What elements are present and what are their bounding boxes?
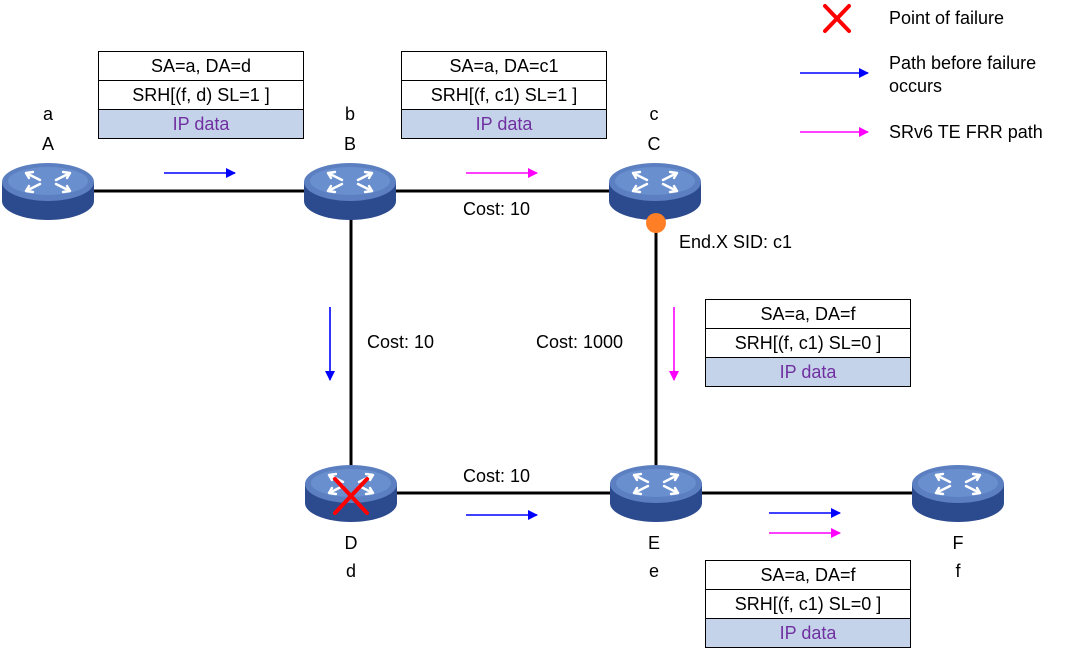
packet-srh: SRH[(f, c1) SL=1 ] (402, 81, 606, 110)
packet-ipv6-header: SA=a, DA=f (706, 561, 910, 590)
node-c-upper: C (647, 134, 661, 154)
packet-srh: SRH[(f, d) SL=1 ] (99, 81, 303, 110)
node-f-upper: F (952, 533, 964, 553)
packet-ipv6-header: SA=a, DA=c1 (402, 52, 606, 81)
legend-before-line2: occurs (889, 76, 943, 96)
legend-before-line1: Path before failure (889, 53, 1037, 73)
router-c-icon (607, 161, 703, 222)
packet-box-e-f: SA=a, DA=f SRH[(f, c1) SL=0 ] IP data (705, 560, 911, 648)
packet-ipv6-header: SA=a, DA=f (706, 300, 910, 329)
legend-failure-icon (823, 4, 851, 33)
legend-failure-label: Point of failure (889, 8, 1005, 28)
cost-label-c-e: Cost: 1000 (536, 332, 624, 352)
cost-label-b-d: Cost: 10 (367, 332, 435, 352)
node-f-lower: f (955, 561, 961, 581)
packet-payload: IP data (706, 619, 910, 647)
packet-srh: SRH[(f, c1) SL=0 ] (706, 590, 910, 619)
cost-label-b-c: Cost: 10 (463, 199, 531, 219)
packet-ipv6-header: SA=a, DA=d (99, 52, 303, 81)
failure-cross-icon (333, 477, 369, 515)
legend-frr-label: SRv6 TE FRR path (889, 122, 1043, 142)
router-f-icon (910, 463, 1006, 524)
node-c-lower: c (649, 104, 659, 124)
node-d-upper: D (344, 533, 358, 553)
node-d-lower: d (345, 561, 357, 581)
legend-before-label: Path before failure occurs (889, 52, 1036, 98)
packet-box-a-b: SA=a, DA=d SRH[(f, d) SL=1 ] IP data (98, 51, 304, 139)
packet-payload: IP data (99, 110, 303, 138)
node-a-upper: A (41, 134, 55, 154)
end-x-sid-label: End.X SID: c1 (679, 232, 793, 252)
packet-payload: IP data (706, 358, 910, 386)
packet-srh: SRH[(f, c1) SL=0 ] (706, 329, 910, 358)
node-a-lower: a (42, 104, 54, 124)
node-e-lower: e (648, 561, 660, 581)
node-e-upper: E (647, 533, 661, 553)
end-x-sid-dot (646, 213, 666, 233)
router-b-icon (302, 161, 398, 222)
node-b-lower: b (344, 104, 356, 124)
node-b-upper: B (343, 134, 357, 154)
packet-box-b-c: SA=a, DA=c1 SRH[(f, c1) SL=1 ] IP data (401, 51, 607, 139)
router-e-icon (608, 463, 704, 524)
packet-box-c-e: SA=a, DA=f SRH[(f, c1) SL=0 ] IP data (705, 299, 911, 387)
cost-label-d-e: Cost: 10 (463, 466, 531, 486)
packet-payload: IP data (402, 110, 606, 138)
router-a-icon (0, 161, 96, 222)
